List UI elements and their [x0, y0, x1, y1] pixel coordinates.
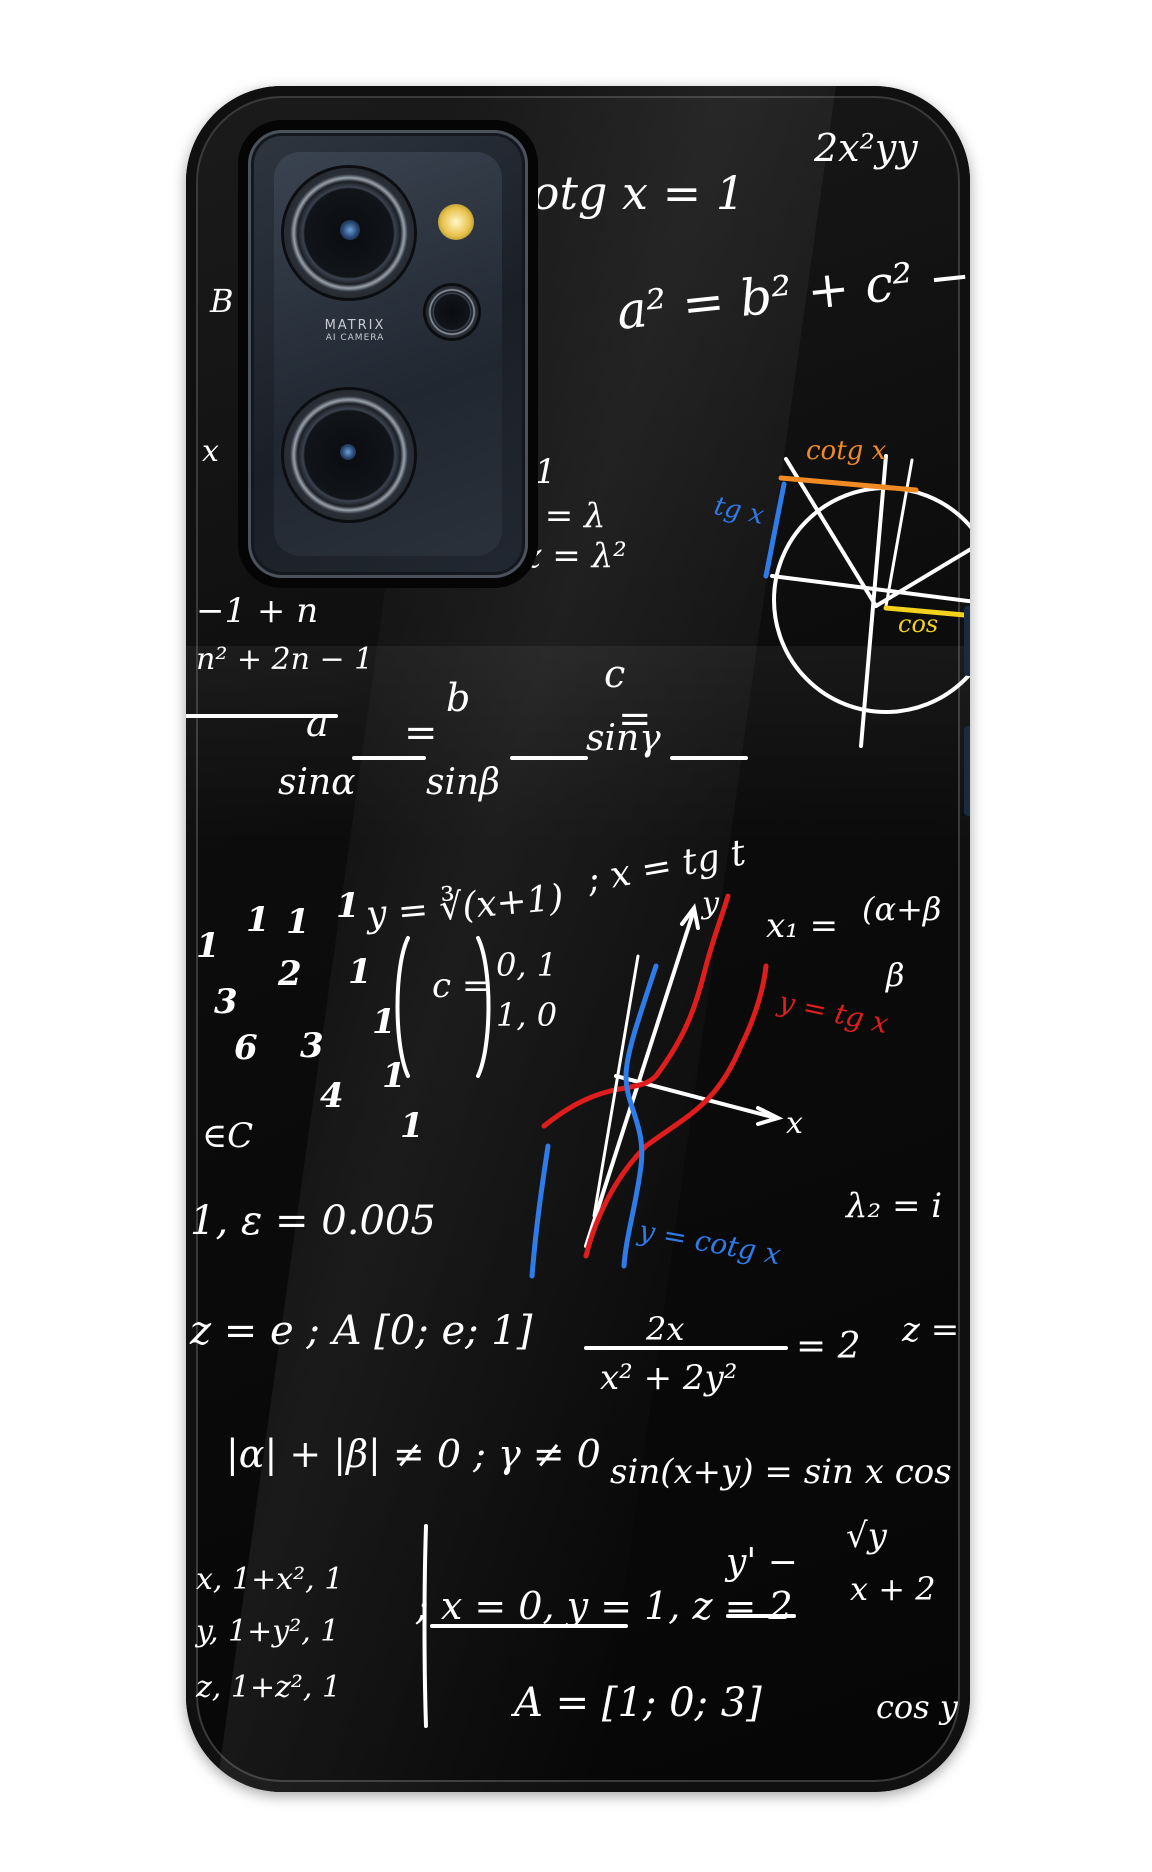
graph-y-axis-label: y [702, 886, 719, 921]
matrix-row-3: z, 1+z², 1 [196, 1670, 342, 1705]
digit: 1 [400, 1106, 424, 1146]
formula-c-matrix-label: c = [432, 966, 491, 1006]
camera-plate: MATRIX AI CAMERA [274, 152, 502, 556]
formula-z-eq: z = [902, 1310, 960, 1350]
digit: 2 [278, 954, 302, 994]
formula-alpha-beta: (α+β [862, 890, 942, 928]
formula-sin-alpha: sinα [278, 762, 356, 803]
digit: 1 [196, 926, 220, 966]
digit: 1 [246, 900, 270, 940]
formula-equals: = [404, 710, 438, 756]
camera-module: MATRIX AI CAMERA [248, 130, 528, 578]
formula-x1: x₁ = [766, 906, 839, 946]
volume-button [964, 726, 970, 816]
circle-cotgx-label: cotg x [806, 436, 887, 466]
circle-cos-label: cos [898, 610, 939, 638]
formula-sqrt-y: √y [846, 1516, 887, 1556]
digit: 1 [336, 886, 360, 926]
digit: 6 [234, 1028, 258, 1068]
tangent-graph [529, 893, 784, 1279]
formula-cos-y: cos y [876, 1688, 958, 1726]
formula-2x-bottom: x² + 2y² [600, 1358, 738, 1398]
graph-x-axis-label: x [786, 1106, 803, 1141]
formula-A: A = [1; 0; 3] [514, 1680, 762, 1726]
formula-z-e: z = e ; A [0; e; 1] [190, 1308, 533, 1354]
formula-2x2yy: 2x²yy [814, 126, 918, 170]
power-button [964, 606, 970, 676]
formula-sin-beta: sinβ [426, 762, 500, 803]
digit: 1 [286, 902, 310, 942]
depth-sensor-lens [426, 286, 478, 338]
lens-reflection [340, 444, 356, 460]
formula-2x-equals: = 2 [796, 1326, 861, 1367]
matrix-row-1: x, 1+x², 1 [196, 1562, 344, 1597]
formula-equals-2: = [618, 696, 652, 742]
formula-sin-gamma: sinγ [586, 718, 661, 759]
brand-line-2: AI CAMERA [325, 333, 385, 343]
formula-2x-top: 2x [646, 1310, 685, 1348]
formula-n-top: −1 + n [196, 591, 319, 631]
formula-c-matrix-row1: 0, 1 [496, 946, 558, 984]
formula-sin-sum: sin(x+y) = sin x cos [610, 1452, 952, 1492]
formula-x-plus2: x + 2 [850, 1570, 936, 1608]
flash-icon [438, 204, 474, 240]
unit-circle-diagram [763, 454, 970, 748]
digit: 1 [348, 952, 372, 992]
brand-label: MATRIX AI CAMERA [310, 318, 400, 343]
matrix-brackets [186, 714, 796, 1728]
formula-cotg: cotg x = 1 [506, 166, 746, 220]
brand-line-1: MATRIX [324, 318, 386, 333]
formula-n-bottom: n² + 2n − 1 [196, 642, 374, 677]
formula-abs: |α| + |β| ≠ 0 ; γ ≠ 0 [226, 1432, 601, 1476]
digit: 1 [372, 1002, 396, 1042]
formula-xyz: ; x = 0, y = 1, z = 2 [416, 1584, 793, 1628]
formula-ec: ∈C [202, 1116, 254, 1156]
digit: 3 [214, 982, 238, 1022]
formula-a: a [306, 701, 329, 745]
formula-c-matrix-row2: 1, 0 [496, 996, 558, 1034]
formula-c-over: c [604, 652, 626, 696]
formula-x: x [202, 434, 219, 469]
formula-lambda2: λ₂ = i [846, 1186, 943, 1226]
formula-b: B [210, 282, 234, 320]
formula-beta: β [886, 956, 905, 994]
formula-epsilon: 1, ε = 0.005 [190, 1198, 436, 1244]
formula-z-lambda: z = λ [516, 496, 606, 536]
formula-b-over: b [446, 676, 471, 720]
matrix-row-2: y, 1+y², 1 [196, 1614, 340, 1649]
digit: 3 [300, 1026, 324, 1066]
formula-yprime: y' − [726, 1542, 798, 1583]
digit: 1 [382, 1056, 406, 1096]
math-drawings [186, 454, 970, 1728]
digit: 4 [320, 1076, 344, 1116]
lens-reflection [340, 220, 360, 240]
